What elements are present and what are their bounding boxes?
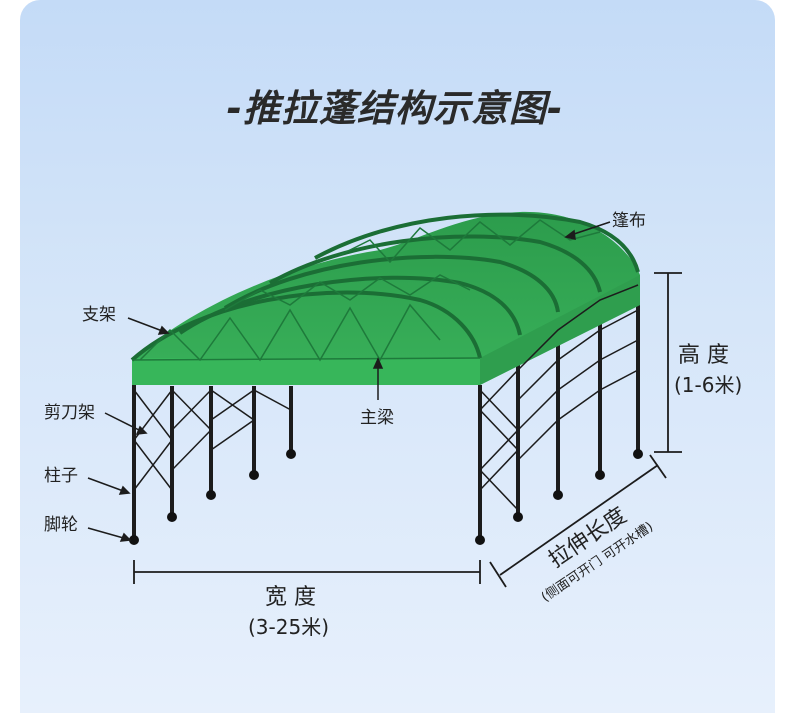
caster-label: 脚轮 xyxy=(44,515,78,535)
diagram-title: -推拉蓬结构示意图- xyxy=(226,87,564,130)
column-label: 柱子 xyxy=(44,466,78,486)
height-range: (1-6米) xyxy=(674,373,742,397)
canopy-roof xyxy=(130,211,640,385)
front-valance xyxy=(132,358,480,385)
width-range: (3-25米) xyxy=(248,615,329,639)
height-label: 高 度 xyxy=(678,343,729,368)
dimension-lines xyxy=(133,272,682,588)
side-valance xyxy=(480,275,640,385)
front-frame xyxy=(132,385,482,540)
casters xyxy=(129,449,643,545)
main-beam-label: 主梁 xyxy=(360,408,394,428)
length-dimension xyxy=(499,464,659,576)
canopy-label: 篷布 xyxy=(612,211,646,231)
rear-columns xyxy=(170,290,640,515)
callout-arrows xyxy=(87,221,611,542)
frame-label: 支架 xyxy=(82,305,116,325)
scissor-braces xyxy=(133,284,639,511)
scissor-label: 剪刀架 xyxy=(44,403,95,423)
width-label: 宽 度 xyxy=(265,585,316,610)
